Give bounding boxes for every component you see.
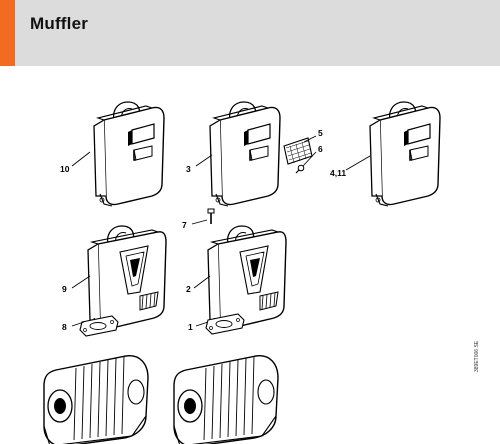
callout-10: 10 bbox=[60, 164, 70, 174]
callout-6: 6 bbox=[318, 144, 323, 154]
leader-lines bbox=[71, 135, 371, 327]
header-bar: Muffler bbox=[0, 0, 500, 66]
callout-3: 3 bbox=[186, 164, 191, 174]
muffler-item-9 bbox=[87, 225, 167, 331]
callout-2: 2 bbox=[186, 284, 191, 294]
callout-8: 8 bbox=[62, 322, 67, 332]
cylinder-right bbox=[173, 355, 279, 444]
muffler-item-2 bbox=[207, 225, 287, 331]
callout-5: 5 bbox=[318, 128, 323, 138]
callout-4-11: 4,11 bbox=[330, 168, 346, 178]
cylinder-left bbox=[43, 355, 149, 444]
screw-6 bbox=[295, 164, 305, 174]
muffler-item-4-11 bbox=[369, 101, 441, 207]
callout-9: 9 bbox=[62, 284, 67, 294]
screw-7 bbox=[207, 208, 215, 224]
catalog-number: 389ET006 SE bbox=[474, 340, 480, 372]
callout-7: 7 bbox=[182, 220, 187, 230]
gasket-8 bbox=[79, 315, 119, 337]
spark-arrestor-screen bbox=[283, 137, 313, 165]
muffler-item-10 bbox=[93, 101, 165, 207]
muffler-item-3 bbox=[209, 101, 281, 207]
page-title: Muffler bbox=[30, 14, 89, 33]
callout-1: 1 bbox=[188, 322, 193, 332]
accent-bar bbox=[0, 0, 15, 66]
